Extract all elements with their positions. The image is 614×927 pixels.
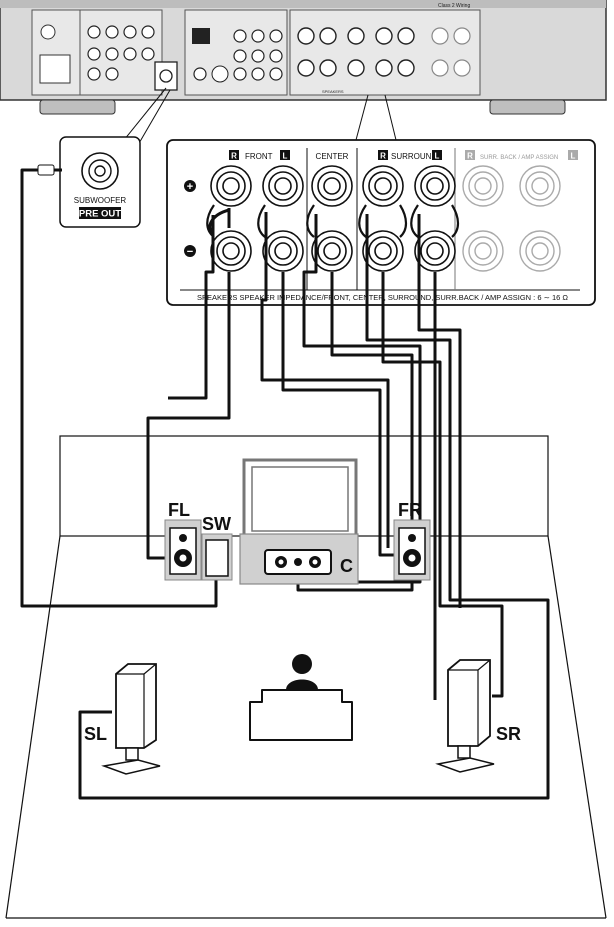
surrback-l-badge: L bbox=[571, 152, 576, 161]
terminal-center-minus bbox=[311, 230, 353, 272]
label-fl: FL bbox=[168, 500, 190, 520]
terminal-front-r-minus bbox=[210, 230, 252, 272]
terminal-front-l-plus bbox=[262, 165, 304, 207]
front-left-speaker: FL bbox=[164, 500, 202, 581]
surround-header: SURROUND bbox=[391, 152, 437, 161]
center-speaker: C bbox=[239, 533, 359, 585]
surround-right-speaker: SR bbox=[435, 659, 521, 773]
minus-sign: − bbox=[187, 246, 193, 258]
receiver-rear-panel: Class 2 Wiring SPEAKERS bbox=[0, 0, 607, 141]
terminal-surrback-r-plus bbox=[462, 165, 504, 207]
terminal-surrback-l-minus bbox=[519, 230, 561, 272]
front-right-speaker: FR bbox=[393, 500, 431, 581]
label-sw: SW bbox=[202, 514, 231, 534]
terminal-surrback-r-minus bbox=[462, 230, 504, 272]
terminal-surround-r-plus bbox=[362, 165, 404, 207]
receiver-foot-left bbox=[39, 99, 116, 115]
speaker-wires bbox=[20, 168, 550, 800]
terminal-front-r-plus bbox=[210, 165, 252, 207]
terminal-center-plus bbox=[311, 165, 353, 207]
subwoofer-label: SUBWOOFER bbox=[74, 196, 127, 205]
center-header: CENTER bbox=[316, 152, 349, 161]
terminal-surround-l-plus bbox=[414, 165, 456, 207]
surround-l-badge: L bbox=[435, 152, 440, 161]
preout-label: PRE OUT bbox=[79, 209, 121, 220]
label-c: C bbox=[340, 556, 353, 576]
listener-seat bbox=[249, 654, 353, 741]
tv bbox=[242, 458, 358, 549]
surround-r-badge: R bbox=[380, 152, 386, 161]
receiver-class2-label: Class 2 Wiring bbox=[438, 3, 470, 9]
receiver-speakers-label: SPEAKERS bbox=[322, 89, 344, 94]
surrback-r-badge: R bbox=[467, 152, 473, 161]
front-r-badge: R bbox=[231, 152, 237, 161]
receiver-foot-right bbox=[489, 99, 566, 115]
terminal-front-l-minus bbox=[262, 230, 304, 272]
terminal-surround-l-minus bbox=[414, 230, 456, 272]
front-header: FRONT bbox=[245, 152, 273, 161]
terminal-surround-r-minus bbox=[362, 230, 404, 272]
front-l-badge: L bbox=[283, 152, 288, 161]
surround-left-speaker: SL bbox=[84, 663, 161, 775]
label-sr: SR bbox=[496, 724, 521, 744]
surrback-header: SURR. BACK / AMP ASSIGN bbox=[480, 155, 558, 161]
subwoofer: SW bbox=[201, 514, 233, 581]
label-sl: SL bbox=[84, 724, 107, 744]
terminal-surrback-l-plus bbox=[519, 165, 561, 207]
plus-sign: + bbox=[187, 181, 193, 193]
label-fr: FR bbox=[398, 500, 422, 520]
speaker-terminal-panel: R FRONT L CENTER R SURROUND L R SURR. BA… bbox=[166, 139, 596, 306]
